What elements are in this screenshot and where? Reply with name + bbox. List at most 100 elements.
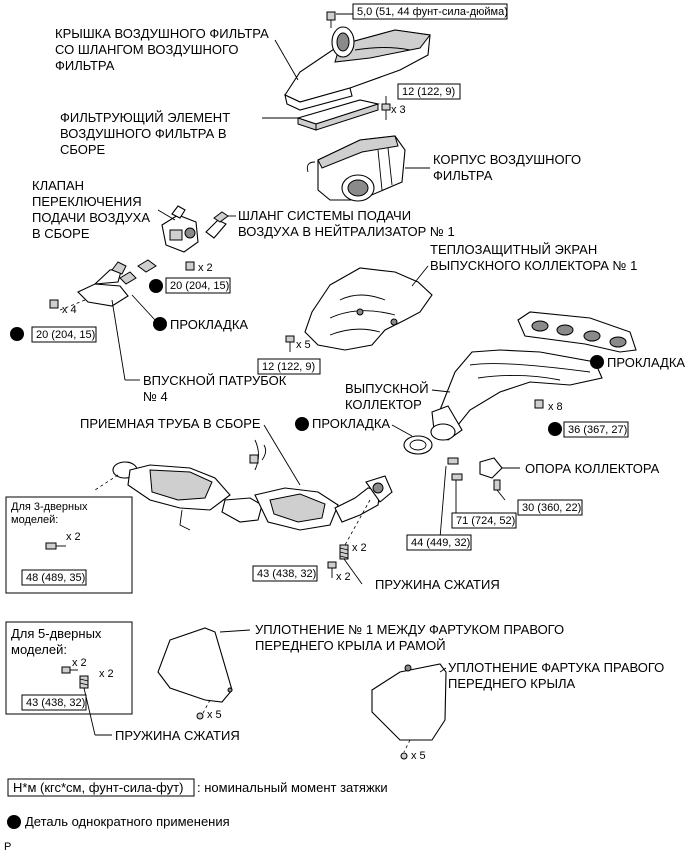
svg-text:ВОЗДУХА В НЕЙТРАЛИЗАТОР № 1: ВОЗДУХА В НЕЙТРАЛИЗАТОР № 1 xyxy=(238,224,455,239)
count-insulator: x 5 xyxy=(296,339,311,351)
svg-text:КОЛЛЕКТОР: КОЛЛЕКТОР xyxy=(345,397,422,412)
svg-text:№ 4: № 4 xyxy=(143,389,168,404)
exhaust-manifold-gasket-drawing xyxy=(517,311,637,353)
nonreusable-dot-manifold xyxy=(548,422,562,436)
count-pipe-bolt: x 2 xyxy=(336,571,351,583)
compression-spring-drawing xyxy=(339,544,349,560)
torque-cap: 5,0 (51, 44 фунт-сила-дюйма) xyxy=(352,3,508,20)
nonreusable-dot-inlet xyxy=(10,327,24,341)
count-seal-fender: x 5 xyxy=(411,750,426,762)
air-cleaner-case-label: КОРПУС ВОЗДУШНОГО ФИЛЬТРА xyxy=(433,152,581,183)
five-door-label: Для 5-дверных моделей: xyxy=(11,626,102,657)
front-pipe-label: ПРИЕМНАЯ ТРУБА В СБОРЕ xyxy=(80,416,261,431)
svg-text:Деталь однократного применения: Деталь однократного применения xyxy=(25,814,230,829)
svg-text:ВЫПУСКНОЙ: ВЫПУСКНОЙ xyxy=(345,381,429,396)
five-door-spring-icon xyxy=(79,675,89,689)
nonreusable-dot-valve xyxy=(149,279,163,293)
torque-valve: 20 (204, 15) xyxy=(165,277,231,294)
compression-spring-label: ПРУЖИНА СЖАТИЯ xyxy=(375,577,500,592)
count-valve: x 2 xyxy=(198,262,213,274)
heat-insulator-label: ТЕПЛОЗАЩИТНЫЙ ЭКРАН ВЫПУСКНОГО КОЛЛЕКТОР… xyxy=(430,242,637,273)
count-five-bolt: x 2 xyxy=(72,657,87,669)
svg-text:ФИЛЬТРА: ФИЛЬТРА xyxy=(55,58,115,73)
svg-text:44 (449, 32): 44 (449, 32) xyxy=(411,537,470,549)
torque-stay-c: 44 (449, 32) xyxy=(406,534,472,551)
svg-text:20 (204, 15): 20 (204, 15) xyxy=(36,329,95,341)
manifold-stay-label: ОПОРА КОЛЛЕКТОРА xyxy=(525,461,660,476)
three-door-bolt-icon xyxy=(45,542,66,550)
seal-fender-label: УПЛОТНЕНИЕ ФАРТУКА ПРАВОГО ПЕРЕДНЕГО КРЫ… xyxy=(448,660,664,691)
air-cleaner-cap-label: КРЫШКА ВОЗДУШНОГО ФИЛЬТРА СО ШЛАНГОМ ВОЗ… xyxy=(55,26,269,73)
svg-text:ПЕРЕДНЕГО КРЫЛА И РАМОЙ: ПЕРЕДНЕГО КРЫЛА И РАМОЙ xyxy=(255,638,446,653)
legend-nonreusable: Деталь однократного применения xyxy=(7,814,230,829)
count-five-spring: x 2 xyxy=(99,668,114,680)
compression-spring-2-label: ПРУЖИНА СЖАТИЯ xyxy=(115,728,240,743)
torque-inlet: 20 (204, 15) xyxy=(31,326,97,343)
air-cleaner-cap-drawing xyxy=(284,11,431,111)
svg-text:ШЛАНГ СИСТЕМЫ ПОДАЧИ: ШЛАНГ СИСТЕМЫ ПОДАЧИ xyxy=(238,208,411,223)
nonreusable-dot-gasket-mid xyxy=(295,417,309,431)
svg-text:КОРПУС ВОЗДУШНОГО: КОРПУС ВОЗДУШНОГО xyxy=(433,152,581,167)
air-hose-label: ШЛАНГ СИСТЕМЫ ПОДАЧИ ВОЗДУХА В НЕЙТРАЛИЗ… xyxy=(238,208,455,239)
svg-text:ВПУСКНОЙ ПАТРУБОК: ВПУСКНОЙ ПАТРУБОК xyxy=(143,373,287,388)
legend-torque: Н*м (кгс*см, фунт-сила-фут) : номинальны… xyxy=(7,778,388,797)
page-code: P xyxy=(4,841,11,853)
insulator-bolt-icon xyxy=(285,335,295,352)
svg-text:12 (122, 9): 12 (122, 9) xyxy=(262,361,315,373)
gasket-right-label: ПРОКЛАДКА xyxy=(607,355,685,370)
svg-text:Для 3-дверных: Для 3-дверных xyxy=(11,501,88,513)
filter-element-label: ФИЛЬТРУЮЩИЙ ЭЛЕМЕНТ ВОЗДУШНОГО ФИЛЬТРА В… xyxy=(60,110,230,157)
inlet-pipe-label: ВПУСКНОЙ ПАТРУБОК № 4 xyxy=(143,373,287,404)
case-bolt-icon xyxy=(381,103,391,120)
svg-text:ПЕРЕКЛЮЧЕНИЯ: ПЕРЕКЛЮЧЕНИЯ xyxy=(32,194,142,209)
air-switching-valve-label: КЛАПАН ПЕРЕКЛЮЧЕНИЯ ПОДАЧИ ВОЗДУХА В СБО… xyxy=(32,178,150,241)
svg-text:УПЛОТНЕНИЕ № 1 МЕЖДУ ФАРТУКОМ: УПЛОТНЕНИЕ № 1 МЕЖДУ ФАРТУКОМ ПРАВОГО xyxy=(255,622,564,637)
seal-no1-label: УПЛОТНЕНИЕ № 1 МЕЖДУ ФАРТУКОМ ПРАВОГО ПЕ… xyxy=(255,622,564,653)
torque-manifold: 36 (367, 27) xyxy=(563,421,629,438)
svg-text:48 (489, 35): 48 (489, 35) xyxy=(26,572,85,584)
svg-text:ФИЛЬТРУЮЩИЙ ЭЛЕМЕНТ: ФИЛЬТРУЮЩИЙ ЭЛЕМЕНТ xyxy=(60,110,230,125)
svg-text:: номинальный момент затяжки: : номинальный момент затяжки xyxy=(197,780,388,795)
nonreusable-dot-gasket-left xyxy=(153,317,167,331)
filter-element-drawing xyxy=(296,99,381,131)
valve-nut-icon xyxy=(185,261,195,271)
manifold-stay-drawing xyxy=(447,457,503,491)
svg-text:УПЛОТНЕНИЕ ФАРТУКА ПРАВОГО: УПЛОТНЕНИЕ ФАРТУКА ПРАВОГО xyxy=(448,660,664,675)
svg-text:СО ШЛАНГОМ ВОЗДУШНОГО: СО ШЛАНГОМ ВОЗДУШНОГО xyxy=(55,42,238,57)
exhaust-manifold-label: ВЫПУСКНОЙ КОЛЛЕКТОР xyxy=(345,381,429,412)
inlet-pipe-drawing xyxy=(59,259,157,311)
seal-no1-drawing xyxy=(157,627,233,716)
svg-text:КЛАПАН: КЛАПАН xyxy=(32,178,84,193)
svg-text:ПОДАЧИ ВОЗДУХА: ПОДАЧИ ВОЗДУХА xyxy=(32,210,150,225)
torque-pipe-5door: 43 (438, 32) xyxy=(21,694,87,711)
count-pipe-3door: x 2 xyxy=(66,531,81,543)
seal-fender-drawing xyxy=(371,663,447,753)
torque-insulator: 12 (122, 9) xyxy=(257,358,321,375)
torque-stay-b: 30 (360, 22) xyxy=(517,499,583,516)
svg-text:ВЫПУСКНОГО КОЛЛЕКТОРА № 1: ВЫПУСКНОГО КОЛЛЕКТОРА № 1 xyxy=(430,258,637,273)
svg-text:43 (438, 32): 43 (438, 32) xyxy=(26,697,85,709)
count-spring: x 2 xyxy=(352,542,367,554)
svg-text:43 (438, 32): 43 (438, 32) xyxy=(257,568,316,580)
svg-text:30 (360, 22): 30 (360, 22) xyxy=(522,502,581,514)
heat-insulator-drawing xyxy=(304,267,433,351)
count-case: x 3 xyxy=(391,104,406,116)
torque-stay-a: 71 (724, 52) xyxy=(451,512,517,529)
gasket-ring-drawing xyxy=(403,435,433,455)
gasket-mid-label: ПРОКЛАДКА xyxy=(312,416,390,431)
nonreusable-dot-gasket-right xyxy=(590,355,604,369)
svg-text:ВОЗДУШНОГО ФИЛЬТРА В: ВОЗДУШНОГО ФИЛЬТРА В xyxy=(60,126,227,141)
svg-text:71 (724, 52): 71 (724, 52) xyxy=(456,515,515,527)
svg-text:Для 5-дверных: Для 5-дверных xyxy=(11,626,102,641)
svg-text:ФИЛЬТРА: ФИЛЬТРА xyxy=(433,168,493,183)
manifold-nut-icon xyxy=(534,399,544,409)
five-door-bolt-icon xyxy=(61,666,78,674)
torque-pipe-bolt: 43 (438, 32) xyxy=(252,565,318,582)
svg-text:В СБОРЕ: В СБОРЕ xyxy=(32,226,90,241)
exhaust-manifold-drawing xyxy=(430,349,603,441)
svg-text:ПЕРЕДНЕГО КРЫЛА: ПЕРЕДНЕГО КРЫЛА xyxy=(448,676,576,691)
pipe-bolt-icon xyxy=(327,561,337,578)
front-pipe-drawing xyxy=(112,439,393,531)
air-cleaner-case-drawing xyxy=(306,135,406,202)
